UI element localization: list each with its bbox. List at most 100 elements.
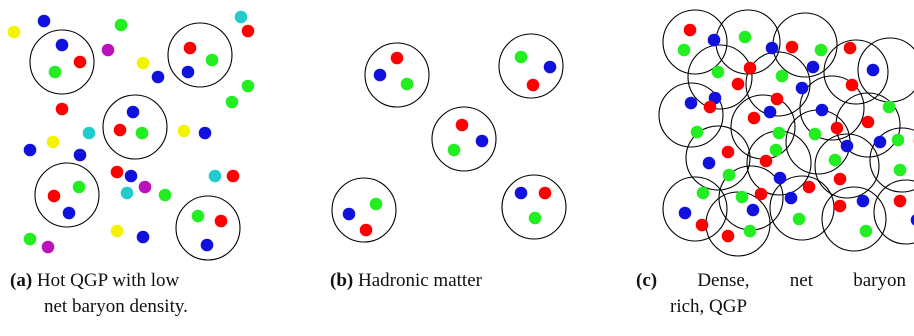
- red-quark: [183, 41, 197, 55]
- red-quark: [830, 121, 844, 135]
- blue-quark: [126, 105, 140, 119]
- panel-hadronic-matter: [322, 0, 582, 260]
- green-quark: [72, 180, 86, 194]
- red-quark: [785, 40, 799, 54]
- green-quark: [882, 100, 896, 114]
- hadron-boundary: [331, 177, 397, 243]
- green-quark: [677, 43, 691, 57]
- red-quark: [802, 180, 816, 194]
- quark-cluster-boundary: [857, 37, 914, 103]
- green-quark: [792, 212, 806, 226]
- caption-c-line1: (c) Dense, net baryon: [636, 268, 906, 294]
- caption-a-letter: (a): [10, 270, 33, 291]
- blue-quark: [784, 191, 798, 205]
- red-quark: [241, 24, 255, 38]
- red-quark: [731, 77, 745, 91]
- quark-cluster-boundary: [745, 51, 811, 117]
- red-quark: [747, 111, 761, 125]
- green-quark: [191, 209, 205, 223]
- blue-quark: [765, 41, 779, 55]
- green-quark: [696, 186, 710, 200]
- green-quark: [514, 50, 528, 64]
- blue-quark: [840, 139, 854, 153]
- hadron-boundary: [175, 195, 241, 261]
- red-quark: [214, 214, 228, 228]
- hadron-boundary: [498, 33, 564, 99]
- blue-quark: [55, 38, 69, 52]
- green-quark: [735, 190, 749, 204]
- green-quark: [828, 153, 842, 167]
- blue-quark: [373, 68, 387, 82]
- blue-quark: [873, 135, 887, 149]
- quark-cluster-boundary: [821, 186, 887, 252]
- blue-quark: [181, 65, 195, 79]
- blue-quark: [773, 171, 787, 185]
- hadron-boundary: [34, 162, 100, 228]
- caption-c-word-1: Dense,: [697, 270, 750, 291]
- blue-quark: [200, 238, 214, 252]
- red-quark: [770, 92, 784, 106]
- blue-quark: [910, 214, 914, 226]
- red-quark: [538, 186, 552, 200]
- blue-quark: [136, 230, 150, 244]
- red-quark: [833, 199, 847, 213]
- green-quark: [711, 65, 725, 79]
- green-quark: [447, 143, 461, 157]
- green-quark: [158, 188, 172, 202]
- yellow-quark: [177, 124, 191, 138]
- quark-cluster-boundary: [658, 82, 724, 148]
- quark-cluster-boundary: [662, 176, 728, 242]
- blue-quark: [23, 143, 37, 157]
- green-quark: [893, 163, 907, 177]
- blue-quark: [678, 206, 692, 220]
- caption-c-word-3: baryon: [853, 270, 906, 291]
- red-quark: [390, 51, 404, 65]
- red-quark: [110, 165, 124, 179]
- blue-quark: [342, 207, 356, 221]
- quark-cluster-boundary: [873, 179, 914, 245]
- green-quark: [690, 125, 704, 139]
- hadron-boundary: [501, 174, 567, 240]
- red-quark: [759, 154, 773, 168]
- red-quark: [226, 169, 240, 183]
- green-quark: [859, 224, 873, 238]
- panel-hot-qgp: [0, 0, 255, 261]
- blue-quark: [806, 60, 820, 74]
- blue-quark: [37, 14, 51, 28]
- caption-c-word-2: net: [789, 270, 813, 291]
- green-quark: [528, 211, 542, 225]
- quark-cluster-boundary: [662, 9, 728, 75]
- hadron-boundary: [364, 42, 430, 108]
- blue-quark: [746, 203, 760, 217]
- blue-quark: [815, 103, 829, 117]
- red-quark: [893, 194, 907, 208]
- yellow-quark: [110, 224, 124, 238]
- blue-quark: [198, 126, 212, 140]
- quark-cluster-boundary: [769, 175, 835, 241]
- green-quark: [135, 126, 149, 140]
- hadron-boundary: [167, 22, 233, 88]
- blue-quark: [866, 63, 880, 77]
- blue-quark: [763, 105, 777, 119]
- quark-cluster-boundary: [823, 39, 889, 105]
- green-quark: [23, 232, 37, 246]
- red-quark: [721, 145, 735, 159]
- diagram-dense-qgp: [658, 9, 914, 257]
- red-quark: [113, 123, 127, 137]
- red-quark: [455, 118, 469, 132]
- blue-quark: [543, 60, 557, 74]
- red-quark: [695, 218, 709, 232]
- blue-quark: [856, 194, 870, 208]
- quark-cluster-boundary: [799, 75, 865, 141]
- blue-quark: [151, 70, 165, 84]
- caption-a-line2: net baryon density.: [44, 296, 188, 317]
- blue-quark: [73, 148, 87, 162]
- diagram-hadronic-matter: [331, 33, 567, 243]
- red-quark: [845, 78, 859, 92]
- red-quark: [721, 229, 735, 243]
- green-quark: [772, 126, 786, 140]
- blue-quark: [702, 156, 716, 170]
- blue-quark: [124, 169, 138, 183]
- blue-quark: [707, 33, 721, 47]
- hadron-boundary: [29, 29, 95, 95]
